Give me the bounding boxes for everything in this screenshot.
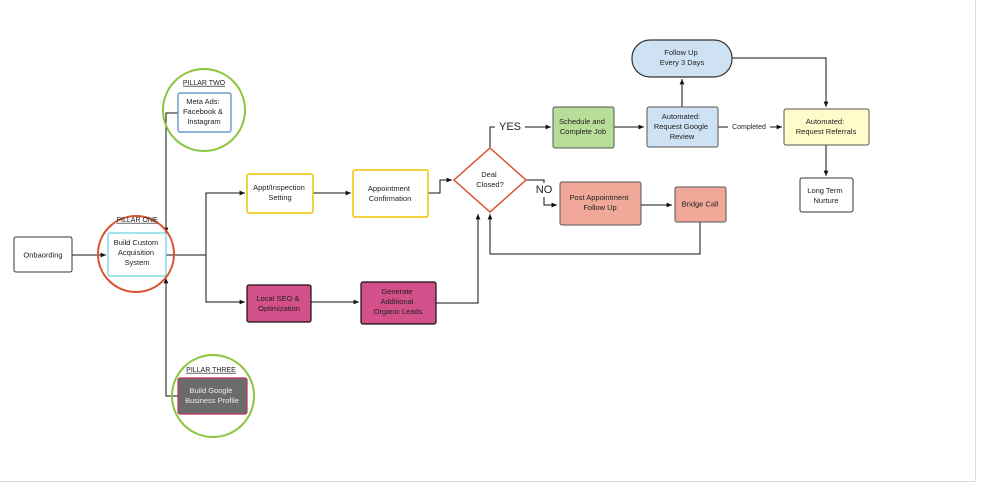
node-deal-closed-line: Deal [481,170,497,179]
edge-label-yes: YES [499,121,521,133]
node-local-seo-line: Local SEO & [256,294,299,303]
node-local-seo-line: Optimization [258,304,300,313]
node-request-referrals[interactable]: Automated: Request Referrals [783,108,870,146]
node-meta-ads-line: Meta Ads: [186,97,219,106]
pillar-two-title: PILLAR TWO [183,80,226,87]
pillar-two-circle [162,68,246,152]
node-follow-up-3days-line: Follow Up [664,48,697,57]
node-meta-ads-line: Instagram [187,117,220,126]
node-onboarding[interactable]: Onbaording [13,236,73,273]
svg-text:Local SEO & Optimization: Local SEO & Optimization [256,294,301,313]
svg-text:Appt/Inspection Setting: Appt/Inspection Setting [253,183,307,202]
node-long-term-nurture-line: Long Term [807,186,842,195]
node-bridge-call[interactable]: Bridge Call [674,186,727,223]
svg-text:Build Google Business Pr: Build Google Business Profile [185,386,239,405]
svg-text:Post Appointment Follow: Post Appointment Follow Up [570,193,631,212]
svg-text:Bridge Call: Bridge Call [682,200,719,209]
svg-text:Automated: Request Googl: Automated: Request Google Review [654,112,710,141]
node-request-review-line: Automated: [662,112,700,121]
node-appt-confirmation-line: Confirmation [369,194,412,203]
edge-followup-to-referrals [732,57,829,107]
pillar-one-title: PILLAR ONE [116,217,158,224]
node-onboarding-line: Onbaording [23,251,62,260]
node-request-review-line: Review [670,132,695,141]
node-organic-leads-line: Additional [380,297,413,306]
node-bridge-call-line: Bridge Call [682,200,719,209]
node-schedule-job[interactable]: Schedule and Complete Job [552,106,615,149]
node-long-term-nurture[interactable]: Long Term Nurture [799,177,854,213]
node-request-referrals-line: Automated: [806,117,844,126]
node-post-followup[interactable]: Post Appointment Follow Up [559,181,642,226]
node-meta-ads[interactable]: Meta Ads: Facebook & Instagram [177,92,232,133]
node-appt-inspection-line: Appt/Inspection [253,183,305,192]
node-request-review-line: Request Google [654,122,708,131]
svg-text:Build Custom Acquisition: Build Custom Acquisition System [114,238,161,267]
node-google-profile-line: Business Profile [185,396,239,405]
node-appt-inspection-line: Setting [268,193,291,202]
edge-meta-ads-to-build-custom [163,112,178,233]
node-organic-leads-line: Organic Leads [374,307,423,316]
node-schedule-job-line: Schedule and [559,117,605,126]
edge-organic-to-deal [436,214,481,304]
svg-text:Follow Up Every 3 Days: Follow Up Every 3 Days [660,48,705,67]
node-appt-inspection[interactable]: Appt/Inspection Setting [246,173,314,214]
svg-text:Deal Closed?: Deal Closed? [476,170,504,189]
edge-bridge-loop-to-deal [487,214,701,255]
node-deal-closed-line: Closed? [476,180,504,189]
edge-deal-yes [489,124,551,148]
node-build-custom-line: Build Custom [114,238,159,247]
node-appt-confirmation-line: Appointment [368,184,411,193]
node-google-profile-line: Build Google [189,386,232,395]
edge-to-appt-inspection [205,190,245,255]
edge-label-no: NO [536,184,553,196]
node-organic-leads-line: Generate [381,287,412,296]
connectors [72,57,829,397]
node-build-custom[interactable]: Build Custom Acquisition System [107,232,167,277]
node-post-followup-line: Follow Up [583,203,616,212]
edge-confirmation-to-deal [428,177,452,194]
node-follow-up-3days[interactable]: Follow Up Every 3 Days [631,39,733,78]
svg-text:Onbaording: Onbaording [23,251,62,260]
node-appt-confirmation[interactable]: Appointment Confirmation [352,169,429,218]
pillar-one-circle [97,215,175,293]
node-request-review[interactable]: Automated: Request Google Review [646,106,719,148]
node-local-seo[interactable]: Local SEO & Optimization [246,284,312,323]
svg-text:Automated: Request Refer: Automated: Request Referrals [796,117,857,136]
edge-label-completed: Completed [732,124,766,131]
node-build-custom-line: Acquisition [118,248,154,257]
node-organic-leads[interactable]: Generate Additional Organic Leads [360,281,437,325]
node-post-followup-line: Post Appointment [570,193,630,202]
node-request-referrals-line: Request Referrals [796,127,857,136]
node-meta-ads-line: Facebook & [183,107,223,116]
svg-text:Meta Ads: Facebook &: Meta Ads: Facebook & Instagram [183,97,225,126]
node-follow-up-3days-line: Every 3 Days [660,58,705,67]
svg-text:Generate Additional: Generate Additional Organic Leads [374,287,423,316]
svg-text:Appointment Confirmation: Appointment Confirmation [368,184,412,203]
pillar-three-title: PILLAR THREE [186,367,236,374]
node-build-custom-line: System [124,258,149,267]
svg-text:Long Term Nurture: Long Term Nurture [807,186,844,205]
node-schedule-job-line: Complete Job [560,127,606,136]
node-deal-closed[interactable]: Deal Closed? [452,146,528,214]
node-long-term-nurture-line: Nurture [813,196,838,205]
svg-text:Schedule and Complete Jo: Schedule and Complete Job [559,117,607,136]
node-google-profile[interactable]: Build Google Business Profile [177,377,248,415]
edge-to-local-seo [205,255,245,305]
edge-google-profile-to-build-custom [163,278,178,397]
pillar-three-circle [171,354,255,438]
